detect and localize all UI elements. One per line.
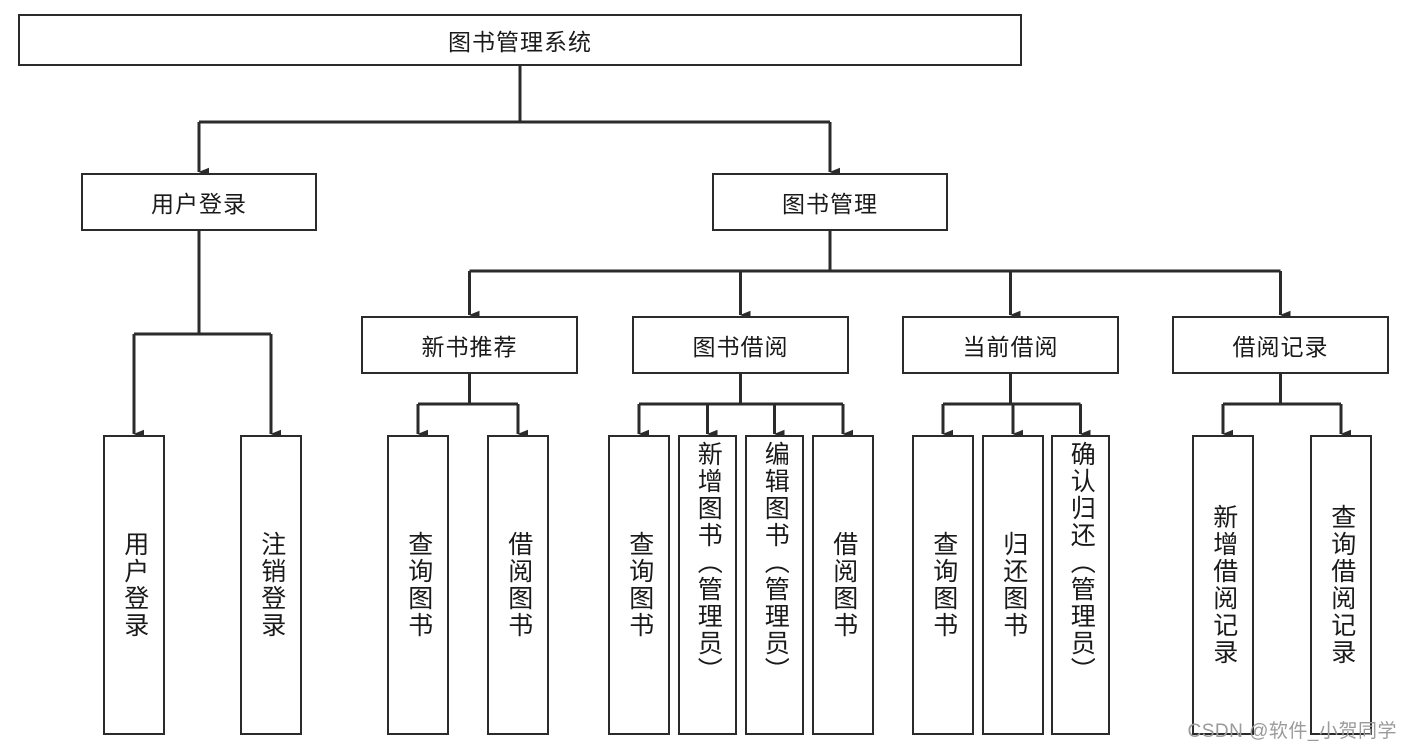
node-root[interactable]: 图书管理系统 [18, 14, 1022, 66]
watermark: CSDN @软件_小贺同学 [1187, 721, 1397, 742]
node-borrow-record-label: 借阅记录 [1232, 334, 1329, 360]
node-leaf-query-book-2-label: 查询图书 [625, 531, 654, 639]
node-leaf-add-book-label: 新增图书（管理员） [694, 441, 723, 684]
node-new-book-recommend[interactable]: 新书推荐 [361, 316, 578, 374]
node-leaf-borrow-book-1[interactable]: 借阅图书 [487, 435, 549, 735]
node-leaf-query-book-3-label: 查询图书 [929, 531, 958, 639]
node-leaf-confirm-return-label: 确认归还（管理员） [1067, 441, 1096, 684]
node-current-borrow-label: 当前借阅 [962, 334, 1059, 360]
node-leaf-query-record[interactable]: 查询借阅记录 [1310, 435, 1372, 735]
node-leaf-query-book-3[interactable]: 查询图书 [912, 435, 974, 735]
node-leaf-add-record[interactable]: 新增借阅记录 [1192, 435, 1254, 735]
node-leaf-query-book-1-label: 查询图书 [404, 531, 433, 639]
node-leaf-add-record-label: 新增借阅记录 [1209, 504, 1238, 666]
node-leaf-query-book-2[interactable]: 查询图书 [608, 435, 670, 735]
node-leaf-add-book[interactable]: 新增图书（管理员） [678, 435, 737, 735]
node-borrow-record[interactable]: 借阅记录 [1172, 316, 1389, 374]
node-leaf-borrow-book-1-label: 借阅图书 [504, 531, 533, 639]
node-user-login[interactable]: 用户登录 [81, 173, 317, 231]
node-leaf-user-login-label: 用户登录 [120, 531, 149, 639]
node-leaf-edit-book-label: 编辑图书（管理员） [761, 441, 790, 684]
node-leaf-borrow-book-2[interactable]: 借阅图书 [812, 435, 874, 735]
node-leaf-confirm-return[interactable]: 确认归还（管理员） [1051, 435, 1110, 735]
node-user-login-label: 用户登录 [151, 191, 247, 217]
node-leaf-edit-book[interactable]: 编辑图书（管理员） [745, 435, 804, 735]
node-book-manage-label: 图书管理 [782, 191, 878, 217]
node-leaf-borrow-book-2-label: 借阅图书 [829, 531, 858, 639]
node-book-borrow[interactable]: 图书借阅 [632, 316, 849, 374]
node-leaf-return-book-label: 归还图书 [999, 531, 1028, 639]
node-new-book-recommend-label: 新书推荐 [421, 334, 518, 360]
node-book-manage[interactable]: 图书管理 [712, 173, 948, 231]
node-leaf-query-record-label: 查询借阅记录 [1327, 504, 1356, 666]
node-leaf-logout[interactable]: 注销登录 [240, 435, 302, 735]
node-leaf-user-login[interactable]: 用户登录 [103, 435, 165, 735]
node-root-label: 图书管理系统 [448, 29, 592, 55]
node-current-borrow[interactable]: 当前借阅 [902, 316, 1119, 374]
node-leaf-query-book-1[interactable]: 查询图书 [387, 435, 449, 735]
node-book-borrow-label: 图书借阅 [692, 334, 789, 360]
node-leaf-return-book[interactable]: 归还图书 [982, 435, 1044, 735]
node-leaf-logout-label: 注销登录 [257, 531, 286, 639]
